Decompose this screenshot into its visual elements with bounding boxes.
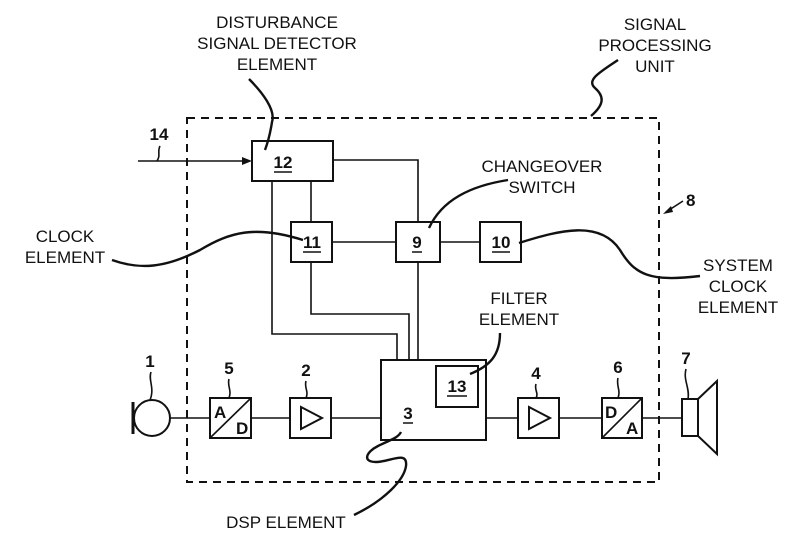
arrow-head-icon [663,206,673,214]
block-number-13: 13 [448,377,467,396]
wire-11-to-dsp [311,262,409,360]
leader-clock-element [112,232,303,266]
ref-number-4: 4 [531,364,541,383]
wire-12-to-dsp [272,181,397,360]
disturbance-detector-block-12 [252,141,333,181]
ref-leader-4 [536,384,537,398]
block-number-12: 12 [274,153,293,172]
label-changeover-switch: CHANGEOVER SWITCH [482,157,603,197]
ref-number-5: 5 [224,359,233,378]
wire-12-to-9 [333,160,418,222]
ref-number-1: 1 [145,352,154,371]
svg-text:ELEMENT: ELEMENT [237,55,317,74]
svg-text:CLOCK: CLOCK [709,277,768,296]
ref-number-7: 7 [681,349,690,368]
svg-text:SWITCH: SWITCH [508,178,575,197]
ref-leader-14 [157,146,160,161]
svg-text:CLOCK: CLOCK [36,227,95,246]
svg-text:PROCESSING: PROCESSING [598,36,711,55]
svg-text:ELEMENT: ELEMENT [479,310,559,329]
ref-leader-7 [685,369,688,399]
svg-text:DISTURBANCE: DISTURBANCE [216,13,338,32]
amplifier-block-4 [518,398,559,438]
svg-text:ELEMENT: ELEMENT [698,298,778,317]
adc-label-a: A [214,403,226,422]
dac-label-d: D [605,403,617,422]
adc-label-d: D [236,419,248,438]
dac-label-a: A [626,419,638,438]
svg-text:UNIT: UNIT [635,57,675,76]
svg-text:SIGNAL: SIGNAL [624,15,686,34]
leader-signal-processing-unit [591,60,618,116]
label-signal-processing-unit: SIGNAL PROCESSING UNIT [598,15,711,76]
svg-text:FILTER: FILTER [490,289,547,308]
ref-number-8: 8 [686,191,695,210]
ref-leader-5 [229,379,230,398]
adc-block-5: A D [210,398,251,438]
leader-disturbance [249,79,273,150]
ref-number-14: 14 [150,125,169,144]
block-number-9: 9 [412,233,421,252]
amplifier-block-2 [290,398,331,438]
ref-leader-6 [618,378,619,398]
label-dsp-element: DSP ELEMENT [226,513,346,532]
label-system-clock-element: SYSTEM CLOCK ELEMENT [698,256,778,317]
ref-leader-1 [150,372,152,400]
svg-text:SIGNAL DETECTOR: SIGNAL DETECTOR [197,34,357,53]
svg-text:ELEMENT: ELEMENT [25,248,105,267]
ref-number-6: 6 [613,358,622,377]
arrow-head-icon [242,157,252,165]
leader-dsp-element [354,432,406,515]
ref-leader-2 [306,381,307,398]
dac-block-6: D A [602,398,642,438]
speaker-icon [682,381,717,454]
label-disturbance-detector: DISTURBANCE SIGNAL DETECTOR ELEMENT [197,13,357,74]
label-clock-element: CLOCK ELEMENT [25,227,105,267]
leader-changeover-switch [429,180,508,228]
leader-system-clock-element [519,230,700,278]
block-number-10: 10 [492,233,511,252]
block-number-11: 11 [303,233,321,252]
svg-text:SYSTEM: SYSTEM [703,256,773,275]
ref-number-2: 2 [301,361,310,380]
block-number-3: 3 [403,404,412,423]
svg-text:CHANGEOVER: CHANGEOVER [482,157,603,176]
microphone-icon [133,400,170,436]
label-filter-element: FILTER ELEMENT [479,289,559,329]
